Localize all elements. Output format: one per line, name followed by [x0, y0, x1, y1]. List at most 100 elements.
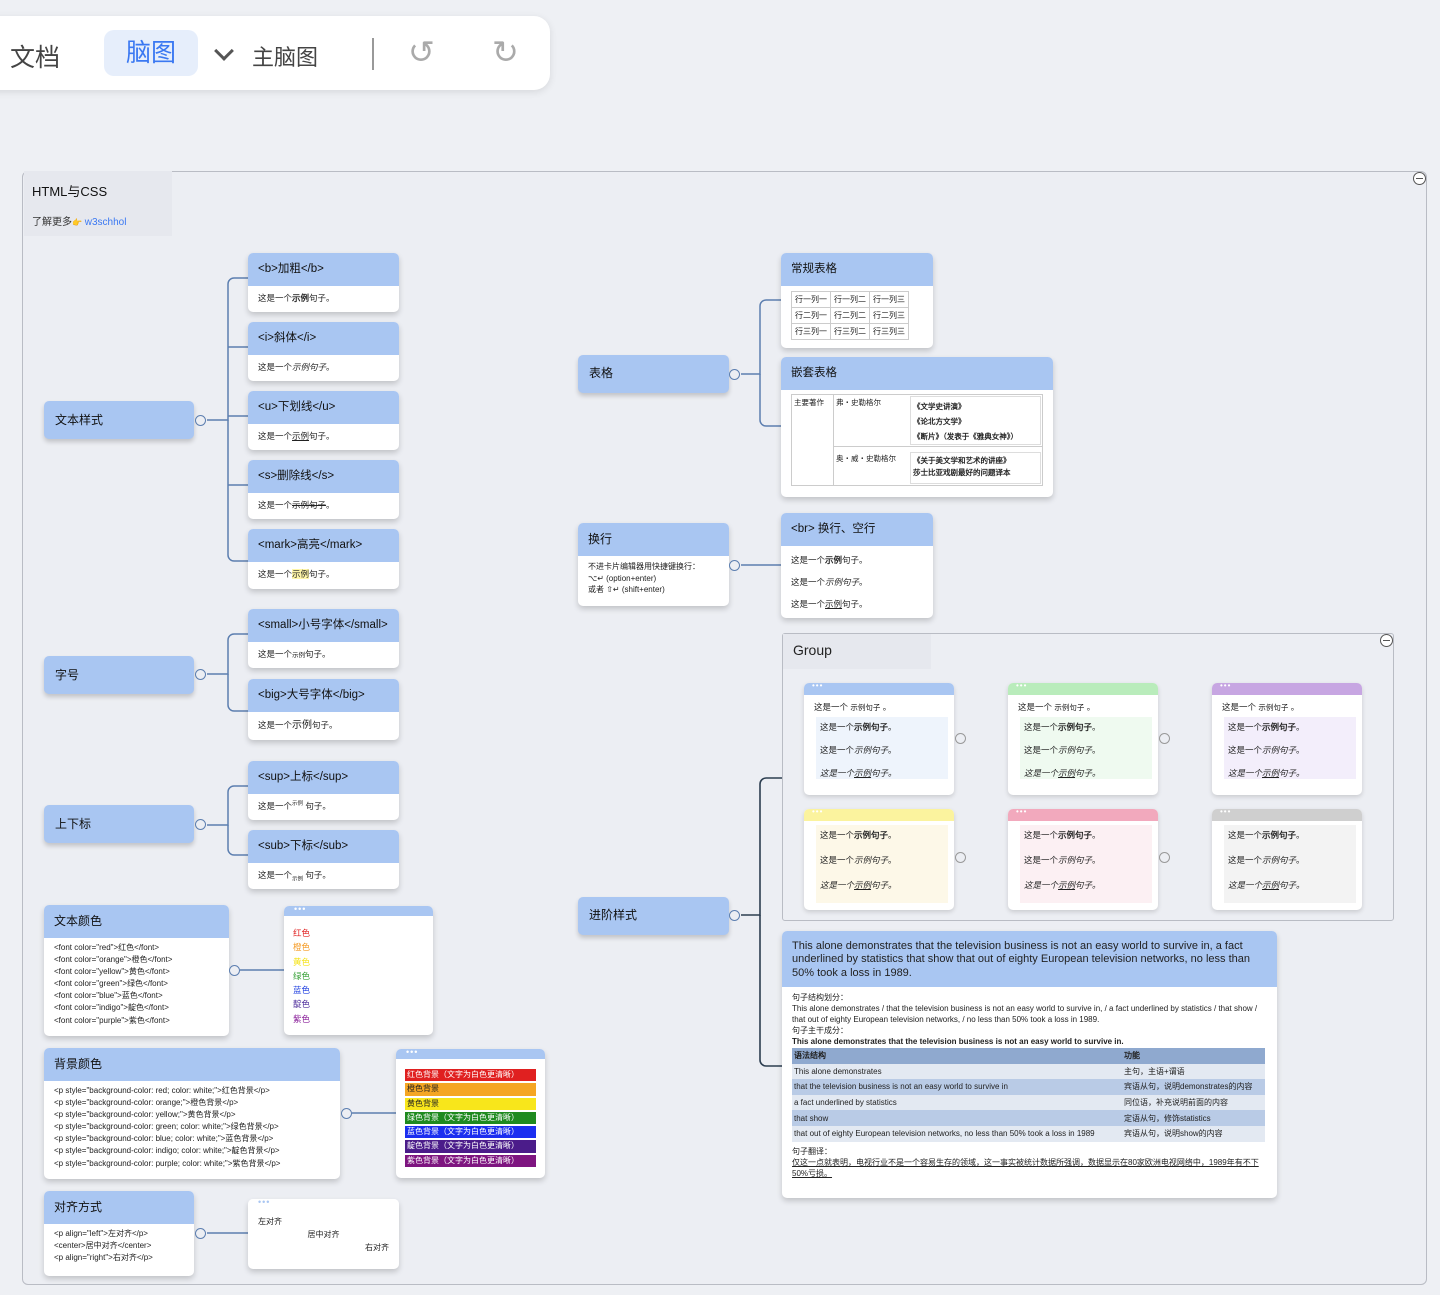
color-sample: 蓝色: [293, 985, 311, 996]
card-strikethrough[interactable]: <s>删除线</s> 这是一个示例句子。: [248, 460, 399, 519]
author-2: 奥・威・史勒格尔: [836, 454, 896, 463]
node-table[interactable]: 表格: [578, 355, 729, 393]
collapse-handle[interactable]: [1159, 733, 1170, 744]
collapse-handle[interactable]: [195, 1228, 206, 1239]
sentence: 这是一个示例句子。: [1228, 768, 1305, 778]
card-small[interactable]: <small>小号字体</small> 这是一个示例句子。: [248, 609, 399, 668]
group-card-green[interactable]: •••这是一个 示例句子 。这是一个示例句子。这是一个示例句子。这是一个示例句子…: [1008, 683, 1158, 795]
node-align[interactable]: 对齐方式 <p align="left">左对齐</p><center>居中对齐…: [44, 1191, 194, 1276]
table-header: 语法结构功能: [792, 1048, 1265, 1064]
text-color-demo-card[interactable]: ••• 红色橙色黄色绿色蓝色靛色紫色: [284, 906, 433, 1035]
table-cell: 行二列二: [830, 307, 870, 324]
tab-mindmap[interactable]: 脑图: [104, 30, 198, 76]
bg-color-demo-card[interactable]: ••• 红色背景（文字为白色更清晰）橙色背景黄色背景绿色背景（文字为白色更清晰）…: [396, 1049, 545, 1178]
nested-table: 主要著作 弗・史勒格尔 《文学史讲演》《论北方文学》《断片》（发表于《雅典女神》…: [781, 390, 1053, 490]
group-first-line: 这是一个 示例句子 。: [814, 702, 892, 712]
group-title: Group: [783, 634, 931, 669]
card-sentence-analysis[interactable]: This alone demonstrates that the televis…: [782, 931, 1277, 1198]
card-big[interactable]: <big>大号字体</big> 这是一个示例句子。: [248, 679, 399, 740]
table-cell: 行三列二: [830, 323, 870, 340]
group-card-purple[interactable]: •••这是一个 示例句子 。这是一个示例句子。这是一个示例句子。这是一个示例句子…: [1212, 683, 1362, 795]
node-font-size[interactable]: 字号: [44, 656, 194, 694]
collapse-handle[interactable]: [955, 852, 966, 863]
group-first-line: 这是一个 示例句子 。: [1222, 702, 1300, 712]
bg-list: 红色背景（文字为白色更清晰）橙色背景黄色背景绿色背景（文字为白色更清晰）蓝色背景…: [396, 1059, 545, 1168]
card-italic[interactable]: <i>斜体</i> 这是一个示例句子。: [248, 322, 399, 381]
collapse-handle[interactable]: [195, 415, 206, 426]
code-line: <font color="purple">紫色</font>: [54, 1015, 170, 1025]
group-inner: 这是一个示例句子。这是一个示例句子。这是一个示例句子。: [1224, 825, 1356, 903]
work-title: 《断片》（发表于《雅典女神》）: [913, 432, 1018, 441]
work-title: 《论北方文学》: [913, 417, 966, 426]
table-cell: 行三列三: [869, 323, 909, 340]
undo-icon[interactable]: ↺: [408, 34, 435, 70]
more-dots-icon: •••: [248, 1199, 399, 1209]
table-row: that out of eighty European television n…: [792, 1125, 1265, 1142]
card-body: 这是一个示例句子。: [258, 569, 335, 579]
code-line: <p style="background-color: blue; color:…: [54, 1134, 274, 1144]
color-sample: 黄色: [293, 956, 311, 967]
code-line: <font color="orange">橙色</font>: [54, 955, 173, 965]
card-nested-table[interactable]: 嵌套表格 主要著作 弗・史勒格尔 《文学史讲演》《论北方文学》《断片》（发表于《…: [781, 357, 1053, 497]
node-text-color[interactable]: 文本颜色 <font color="red">红色</font><font co…: [44, 905, 229, 1036]
node-bg-color[interactable]: 背景颜色 <p style="background-color: red; co…: [44, 1048, 340, 1179]
card-mark[interactable]: <mark>高亮</mark> 这是一个示例句子。: [248, 529, 399, 589]
card-regular-table[interactable]: 常规表格 行一列一行一列二行一列三行二列一行二列二行二列三行三列一行三列二行三列…: [781, 253, 933, 348]
table-cell: 行二列三: [869, 307, 909, 324]
node-text-style[interactable]: 文本样式: [44, 401, 194, 439]
collapse-handle[interactable]: [229, 965, 240, 976]
card-title: <sub>下标</sub>: [248, 830, 399, 863]
sentence: 这是一个示例句子。: [1024, 830, 1101, 840]
node-advanced[interactable]: 进阶样式: [578, 897, 729, 935]
collapse-handle[interactable]: [341, 1108, 352, 1119]
bg-sample: 绿色背景（文字为白色更清晰）: [405, 1111, 536, 1125]
w3school-link[interactable]: w3schhol: [84, 217, 127, 228]
group-card-blue[interactable]: •••这是一个 示例句子 。这是一个示例句子。这是一个示例句子。这是一个示例句子…: [804, 683, 954, 795]
sentence: 这是一个示例句子。: [820, 880, 897, 890]
code-line: <font color="yellow">黄色</font>: [54, 967, 170, 977]
collapse-icon[interactable]: [1413, 172, 1426, 185]
bg-sample: 紫色背景（文字为白色更清晰）: [405, 1154, 536, 1168]
group-inner: 这是一个示例句子。这是一个示例句子。这是一个示例句子。: [1020, 825, 1152, 903]
code-lines: <font color="red">红色</font><font color="…: [44, 938, 229, 1033]
main-mindmap-selector[interactable]: 主脑图: [252, 45, 319, 70]
card-bold[interactable]: <b>加粗</b> 这是一个示例句子。: [248, 253, 399, 312]
card-title: <sup>上标</sup>: [248, 761, 399, 794]
card-underline[interactable]: <u>下划线</u> 这是一个示例句子。: [248, 391, 399, 450]
group-inner: 这是一个示例句子。这是一个示例句子。这是一个示例句子。: [816, 825, 948, 903]
tab-document[interactable]: 文档: [10, 44, 61, 72]
align-center-text: 居中对齐: [307, 1230, 340, 1239]
card-body: 这是一个示例句子。: [258, 431, 335, 441]
group-card-yellow[interactable]: •••这是一个示例句子。这是一个示例句子。这是一个示例句子。: [804, 809, 954, 910]
code-lines: <p align="left">左对齐</p><center>居中对齐</cen…: [44, 1224, 194, 1270]
collapse-icon[interactable]: [1380, 634, 1393, 647]
group-card-pink[interactable]: ••• 这是一个示例句子。这是一个示例句子。这是一个示例句子。: [1008, 809, 1158, 910]
group-card-gray[interactable]: •••这是一个示例句子。这是一个示例句子。这是一个示例句子。: [1212, 809, 1362, 910]
more-dots-icon: •••: [1008, 809, 1158, 821]
sentence: 这是一个示例句子。: [1024, 855, 1101, 865]
collapse-handle[interactable]: [195, 669, 206, 680]
collapse-handle[interactable]: [729, 369, 740, 380]
card-br[interactable]: <br> 换行、空行 这是一个示例句子。 这是一个示例句子。 这是一个示例句子。: [781, 513, 933, 618]
collapse-handle[interactable]: [195, 819, 206, 830]
table-row: 行一列一行一列二行一列三: [791, 291, 909, 308]
works-1: 《文学史讲演》《论北方文学》《断片》（发表于《雅典女神》）: [910, 396, 1041, 445]
collapse-handle[interactable]: [955, 733, 966, 744]
header-cell: 语法结构: [794, 1051, 826, 1061]
node-newline[interactable]: 换行 不进卡片编辑器用快捷键换行：⌥↵ (option+enter)或者 ⇧↵ …: [578, 523, 729, 606]
align-demo-card[interactable]: ••• 左对齐 居中对齐 右对齐: [248, 1199, 399, 1269]
card-title: <mark>高亮</mark>: [248, 529, 399, 562]
table-row: 行二列一行二列二行二列三: [791, 307, 909, 324]
group-first-line: 这是一个 示例句子 。: [1018, 702, 1096, 712]
collapse-handle[interactable]: [729, 910, 740, 921]
collapse-handle[interactable]: [729, 560, 740, 571]
nested-label: 主要著作: [792, 395, 834, 485]
card-sub[interactable]: <sub>下标</sub> 这是一个示例 句子。: [248, 830, 399, 889]
card-sup[interactable]: <sup>上标</sup> 这是一个示例 句子。: [248, 761, 399, 820]
node-sup-sub[interactable]: 上下标: [44, 805, 194, 843]
card-title: 换行: [578, 523, 729, 556]
collapse-handle[interactable]: [1159, 852, 1170, 863]
more-dots-icon: •••: [804, 683, 954, 695]
